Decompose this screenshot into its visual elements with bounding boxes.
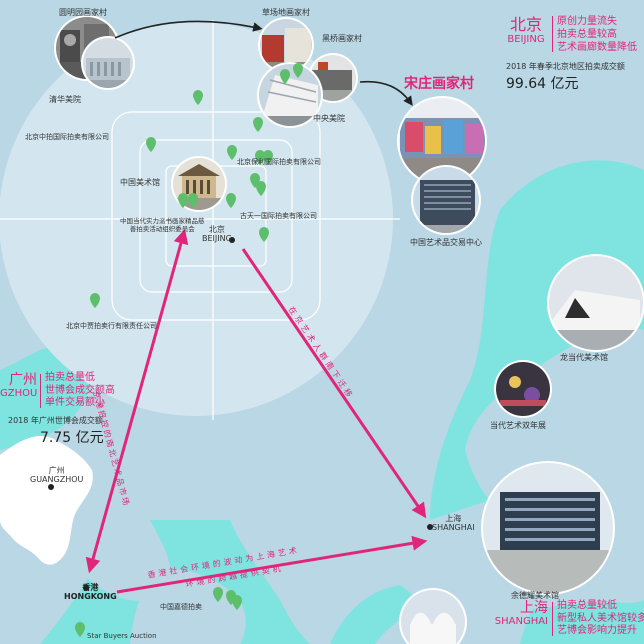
label-zhongyang: 中央美院 xyxy=(313,114,345,123)
beijing-stat-value: 99.64 亿元 xyxy=(506,76,579,92)
label-zhongjia: 北京中贾拍卖行有限责任公司 xyxy=(66,322,157,330)
label-hk-starbuyers: Star Buyers Auction xyxy=(87,632,157,640)
label-hongkong: 香港 HONGKONG xyxy=(64,583,117,601)
guangzhou-stat-label: 2018 年广州世博会成交额 xyxy=(8,416,103,425)
label-long-museum: 龙当代美术馆 xyxy=(560,353,608,362)
guangzhou-traits: 拍卖总量低 世博会成交额高 单件交易额小 xyxy=(45,372,115,410)
ring-roads xyxy=(0,20,400,420)
shanghai-trait: 艺博会影响力提升 xyxy=(557,625,637,636)
guangzhou-stat-value: 7.75 亿元 xyxy=(40,430,104,446)
beijing-info-divider xyxy=(552,16,553,52)
label-caochangdi: 草场地画家村 xyxy=(262,8,310,17)
arrow-to-songzhuang xyxy=(359,80,413,106)
beijing-trait: 艺术画廊数量降低 xyxy=(557,42,637,53)
beijing-photos xyxy=(54,15,358,212)
shanghai-info-cn: 上海 xyxy=(520,600,548,616)
label-hk-jiade: 中国嘉德拍卖 xyxy=(160,603,202,611)
beijing-map-en: BEIJING xyxy=(202,234,232,244)
shanghai-info-divider xyxy=(552,602,553,636)
label-cishan: 中国当代实力派书画家精品慈 善拍卖活动组织委员会 xyxy=(120,217,205,234)
shanghai-dot xyxy=(427,524,433,530)
label-gutian: 古天一国际拍卖有限公司 xyxy=(240,212,317,220)
label-heiqiao: 黑桥画家村 xyxy=(322,34,362,43)
beijing-dot xyxy=(229,237,235,243)
guangzhou-trait: 世博会成交额高 xyxy=(45,384,115,396)
guangzhou-coast xyxy=(0,435,93,565)
hongkong-dot xyxy=(83,585,89,591)
shanghai-info-en: SHANGHAI xyxy=(494,616,548,627)
label-yuz-museum: 余德耀美术馆 xyxy=(511,591,559,600)
label-zhonggui-bj: 北京中拍国际拍卖有限公司 xyxy=(25,133,109,141)
songzhuang-photos xyxy=(397,96,487,235)
guangzhou-trait: 拍卖总量低 xyxy=(45,372,95,383)
shanghai-map-en: SHANGHAI xyxy=(432,523,475,533)
songzhuang-title: 宋庄画家村 xyxy=(404,76,474,92)
beijing-traits: 原创力量流失 拍卖总量较高 艺术画廊数量降低 xyxy=(557,15,637,54)
songzhuang-exchange: 中国艺术品交易中心 xyxy=(410,238,482,247)
guangzhou-info-en: GZHOU xyxy=(0,388,38,399)
label-beijing-map: 北京 BEIJING xyxy=(202,225,232,243)
label-meishuguan: 中国美术馆 xyxy=(120,178,160,187)
shanghai-trait: 新型私人美术馆较多 xyxy=(557,612,644,624)
shanghai-photos xyxy=(399,254,644,644)
shanghai-map-cn: 上海 xyxy=(445,514,462,523)
hongkong-cn: 香港 xyxy=(82,583,99,592)
hongkong-en: HONGKONG xyxy=(64,592,117,602)
label-qinghua: 清华美院 xyxy=(49,95,81,104)
beijing-trait: 拍卖总量较高 xyxy=(557,29,617,40)
guangzhou-dot xyxy=(48,484,54,490)
guangzhou-info-cn: 广州 xyxy=(9,372,37,388)
guangzhou-trait: 单件交易额小 xyxy=(45,397,105,408)
guangzhou-map-cn: 广州 xyxy=(48,466,65,475)
arrow-ymy-to-ccd xyxy=(114,20,263,39)
water-areas xyxy=(0,160,644,644)
beijing-info-cn: 北京 xyxy=(509,15,542,34)
migration-arrows xyxy=(85,228,428,594)
beijing-map-cn: 北京 xyxy=(208,225,225,234)
label-baoli: 北京保利国际拍卖有限公司 xyxy=(237,158,321,166)
beijing-stat-label: 2018 年春季北京地区拍卖成交额 xyxy=(506,62,625,71)
label-shanghai-map: 上海 SHANGHAI xyxy=(432,514,475,532)
label-biennale: 当代艺术双年展 xyxy=(490,421,546,430)
label-yuanmingyuan: 圆明园画家村 xyxy=(59,8,107,17)
beijing-info-en: BEIJING xyxy=(507,34,545,45)
guangzhou-info-divider xyxy=(40,374,41,408)
beijing-trait: 原创力量流失 xyxy=(557,16,617,27)
shanghai-trait: 拍卖总量较低 xyxy=(557,600,617,611)
label-guangzhou-map: 广州 GUANGZHOU xyxy=(30,466,83,484)
guangzhou-map-en: GUANGZHOU xyxy=(30,475,84,485)
shanghai-traits: 拍卖总量较低 新型私人美术馆较多 艺博会影响力提升 xyxy=(557,600,644,638)
